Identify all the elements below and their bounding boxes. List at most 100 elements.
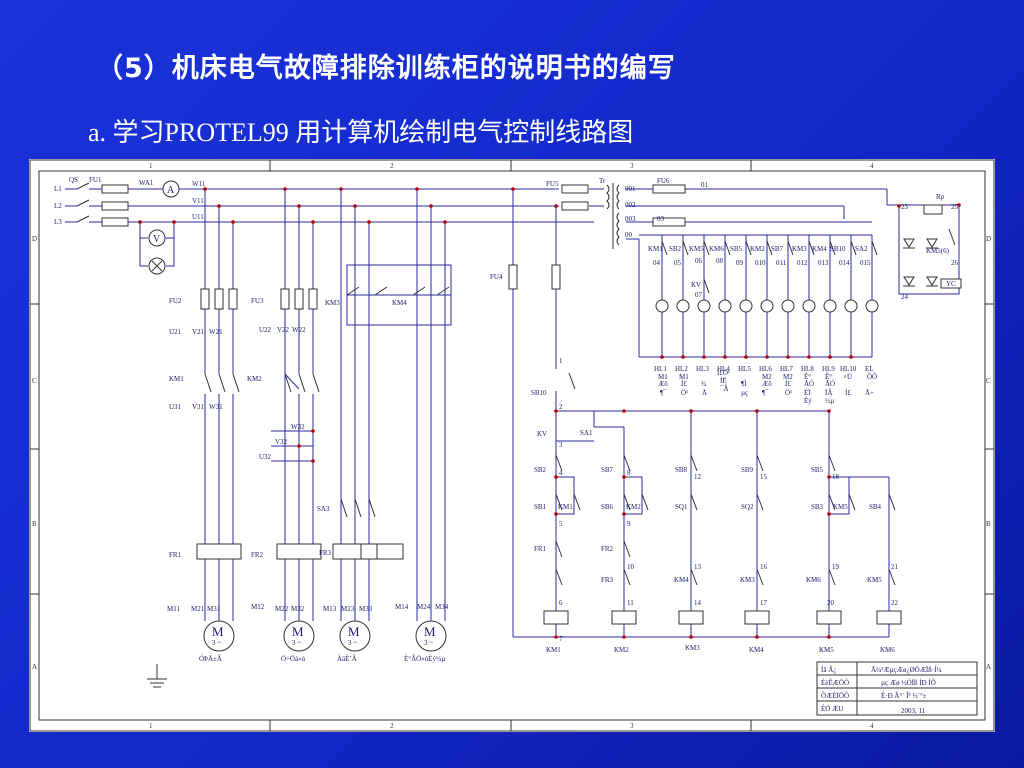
lamp-note: Ö¹ bbox=[785, 389, 792, 397]
main-switch-label: QS bbox=[69, 176, 78, 184]
fuse-label: FU6 bbox=[657, 177, 670, 185]
row-label: D bbox=[32, 235, 37, 243]
kv-wire-label: 07 bbox=[695, 291, 703, 299]
lamp-note: ÏÂ bbox=[825, 389, 832, 397]
control-node: 22 bbox=[891, 599, 899, 607]
motor-icon: M bbox=[212, 624, 224, 639]
terminal-label: U22 bbox=[259, 326, 272, 334]
fuse-label: FU4 bbox=[490, 273, 503, 281]
lamp-note: Æô bbox=[658, 380, 668, 388]
motor-icon: M bbox=[424, 624, 436, 639]
lamp-note: ÕÕ bbox=[867, 373, 877, 381]
phase-label: L1 bbox=[54, 185, 62, 193]
interlock-label: KM6 bbox=[806, 576, 821, 584]
coils bbox=[543, 610, 902, 625]
overload-contact-label: FR2 bbox=[601, 545, 614, 553]
control-node: 1 bbox=[559, 357, 563, 365]
lamp-wire-label: 011 bbox=[776, 259, 787, 267]
rheostat-label: Rp bbox=[936, 193, 945, 201]
motor-terminal: M22 bbox=[275, 605, 289, 613]
chuck-label: YC bbox=[946, 280, 956, 288]
lamp-contact-label: SB5 bbox=[730, 245, 743, 253]
control-node: 6 bbox=[559, 599, 563, 607]
control-node: 21 bbox=[891, 563, 899, 571]
terminal-label: V32 bbox=[275, 438, 288, 446]
ground-icon bbox=[147, 664, 167, 688]
drawing-frame bbox=[29, 159, 995, 732]
start-button-label: SB7 bbox=[601, 466, 614, 474]
control-node: 17 bbox=[760, 599, 768, 607]
node-label: 25 bbox=[951, 203, 959, 211]
col-label: 3 bbox=[630, 722, 634, 730]
overload-relays bbox=[196, 543, 404, 560]
terminal-label: U31 bbox=[169, 403, 182, 411]
title-block-cell: µç Æø ½ÓÏß ÍÐ ÍÕ bbox=[881, 679, 936, 687]
lamp-note: Ã÷ bbox=[865, 389, 874, 397]
slide-title: （5）机床电气故障排除训练柜的说明书的编写 bbox=[96, 53, 676, 84]
phase-label: L3 bbox=[54, 218, 62, 226]
title-block bbox=[816, 661, 978, 716]
control-node: 10 bbox=[627, 563, 635, 571]
row-label: C bbox=[986, 377, 991, 385]
lamp-note: ¾ bbox=[701, 380, 706, 388]
stop-button-label: SB6 bbox=[601, 503, 614, 511]
terminal-label: W32 bbox=[291, 423, 305, 431]
col-label: 1 bbox=[149, 722, 153, 730]
start-button-label: SB2 bbox=[534, 466, 547, 474]
transformer-tap: 002 bbox=[625, 201, 636, 209]
title-block-cell: É·Ð Â°´ Îª ½´°± bbox=[881, 692, 927, 700]
lamp-note: ÃÓ bbox=[804, 380, 814, 388]
control-node: 12 bbox=[694, 473, 702, 481]
stop-button-label: SB3 bbox=[811, 503, 824, 511]
lamp-wire-label: 013 bbox=[818, 259, 829, 267]
motor-terminal: M14 bbox=[395, 603, 409, 611]
lamp-note: M1 bbox=[658, 373, 668, 381]
lamp-label: HL5 bbox=[738, 365, 751, 373]
start-button-label: SB9 bbox=[741, 466, 754, 474]
title-block-cell: Ã¼³ÆµçÆø¿ØÖÆÏß·Í¼ bbox=[871, 666, 942, 674]
contactor-contacts bbox=[204, 286, 896, 586]
lamp-contact-label: KM2 bbox=[750, 245, 765, 253]
indicator-lamps bbox=[655, 299, 879, 313]
transformer bbox=[606, 183, 686, 249]
motor-terminal: M11 bbox=[167, 605, 180, 613]
phase-label: L2 bbox=[54, 202, 62, 210]
lamp-wire-label: 04 bbox=[653, 259, 661, 267]
title-block-cell: ÉÓ ÆU bbox=[821, 705, 843, 713]
bus-label: U11 bbox=[192, 213, 204, 221]
motor-terminal: M33 bbox=[359, 605, 373, 613]
fuse-label: FU5 bbox=[546, 180, 559, 188]
motor-caption: ÀäÈ´Â bbox=[337, 655, 357, 663]
col-label: 4 bbox=[870, 162, 874, 170]
start-button-label: SB8 bbox=[675, 466, 688, 474]
control-node: 9 bbox=[627, 520, 631, 528]
lamp-note: ¶¯ bbox=[762, 389, 769, 397]
overload-contact-label: FR1 bbox=[534, 545, 547, 553]
lamp-label: HL6 bbox=[759, 365, 772, 373]
lamp-note: M2 bbox=[762, 373, 772, 381]
coil-label: KM1 bbox=[546, 646, 561, 654]
motor-caption: ÓÞÄ±Â bbox=[199, 655, 222, 663]
overload-label: FR1 bbox=[169, 551, 182, 559]
motor-phase: 3 ~ bbox=[212, 639, 221, 647]
junction-nodes bbox=[138, 187, 961, 639]
voltage-relay-label: KV bbox=[537, 430, 547, 438]
transformer-tap: 001 bbox=[625, 185, 636, 193]
lamp-label: HL3 bbox=[696, 365, 709, 373]
lamp-note: Ê° bbox=[825, 373, 832, 381]
transformer-label: Tr bbox=[599, 177, 606, 185]
col-label: 4 bbox=[870, 722, 874, 730]
lamp-note: Í£Ö¹ bbox=[717, 369, 730, 377]
row-label: C bbox=[32, 377, 37, 385]
row-label: B bbox=[32, 520, 37, 528]
lamp-wiring bbox=[661, 235, 873, 357]
transformer-tap: 003 bbox=[625, 215, 636, 223]
lamp-wire-label: 06 bbox=[695, 257, 703, 265]
lamp-wire-label: 09 bbox=[736, 259, 744, 267]
control-node: 16 bbox=[760, 563, 768, 571]
switch-label: SA3 bbox=[317, 505, 330, 513]
col-label: 2 bbox=[390, 162, 394, 170]
control-node: 7 bbox=[559, 635, 563, 643]
switch-label: SA1 bbox=[580, 429, 593, 437]
slide-subtitle: a. 学习PROTEL99 用计算机绘制电气控制线路图 bbox=[88, 118, 634, 147]
